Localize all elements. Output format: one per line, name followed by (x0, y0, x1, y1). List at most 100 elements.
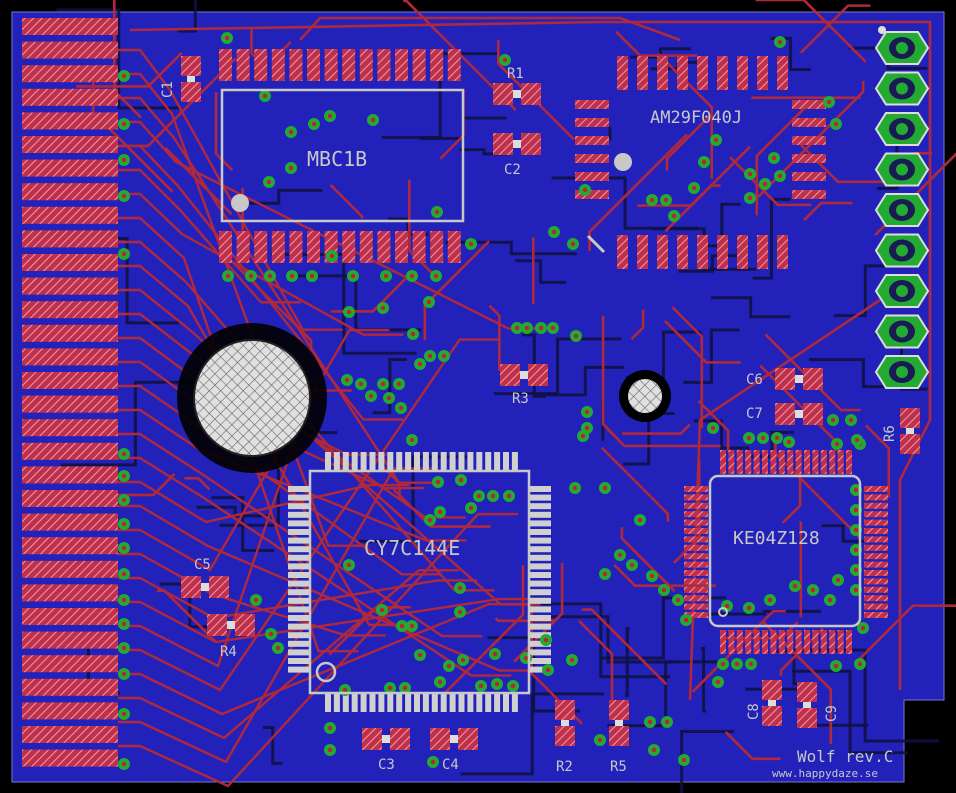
ke04-pad (820, 450, 827, 474)
c4 (430, 728, 478, 750)
cy7c144e-pad (288, 623, 310, 630)
cy7c144e-pad (511, 692, 518, 712)
pad (181, 82, 201, 102)
am29-pad (792, 100, 826, 109)
edge-connector-pad (22, 584, 118, 602)
via (308, 118, 320, 130)
cy7c144e-pad (476, 692, 483, 712)
cy7c144e-pad (288, 597, 310, 604)
cy7c144e-pad (529, 632, 551, 639)
via (367, 114, 379, 126)
via (434, 676, 446, 688)
ke04-pad (736, 450, 743, 474)
edge-connector (22, 18, 118, 767)
via (221, 32, 233, 44)
via (851, 434, 863, 446)
cy7c144e-pad (529, 486, 551, 492)
edge-connector-pad (22, 348, 118, 366)
ke04-pad (736, 630, 743, 654)
mbc1b-pad (271, 49, 285, 81)
c5 (181, 576, 229, 598)
edge-connector-pad (22, 301, 118, 319)
cy7c144e-pad (529, 520, 551, 527)
c8 (762, 680, 782, 726)
am29-pin1-dot (614, 153, 632, 171)
header-pin (874, 274, 930, 308)
mbc1b-pad (342, 231, 356, 263)
cy7c144e-pad (369, 452, 376, 472)
label-r4: R4 (220, 644, 237, 660)
edge-connector-pad (22, 254, 118, 271)
via (264, 270, 276, 282)
label-cy7c144e: CY7C144E (364, 536, 460, 560)
via (783, 436, 795, 448)
ke04-pad (864, 494, 888, 501)
ke04-pad (684, 578, 708, 585)
mbc1b-pad (307, 49, 320, 81)
edge-connector-pad (22, 678, 118, 696)
cy7c144e-pad (288, 589, 310, 596)
pad (609, 726, 629, 746)
ke04-pad (864, 595, 888, 602)
edge-connector-pad (22, 88, 118, 106)
cy7c144e-pad (485, 452, 492, 472)
mbc1b-pin1-dot (231, 194, 249, 212)
pad (762, 706, 782, 726)
via (475, 680, 487, 692)
cy7c144e-outline (308, 469, 531, 695)
via (764, 594, 776, 606)
via (414, 649, 426, 661)
header-pin (874, 152, 930, 187)
via (830, 118, 842, 130)
mbc1b-pad (395, 231, 408, 263)
am29-pad (792, 118, 826, 127)
am29-pad (717, 235, 728, 269)
via (355, 378, 367, 390)
edge-connector-pad (22, 18, 118, 35)
ke04-pad (829, 630, 836, 654)
via (324, 722, 336, 734)
via (774, 170, 786, 182)
am29-pad (757, 56, 768, 90)
cy7c144e-pad (511, 452, 518, 472)
mbc1b-pad (447, 49, 461, 81)
cy7c144e-pad (405, 452, 412, 472)
pad (900, 408, 920, 428)
via (118, 758, 130, 770)
cy7c144e-pad (529, 623, 551, 630)
pad (500, 364, 520, 386)
pad (181, 56, 201, 76)
pad (209, 576, 229, 598)
battery-holder (177, 323, 327, 473)
ke04-pad (753, 450, 760, 474)
mbc1b-pad (236, 231, 250, 263)
r1 (493, 83, 541, 105)
via (854, 658, 866, 670)
pad (235, 614, 255, 636)
ke04-pad (864, 561, 888, 568)
via (118, 642, 130, 654)
ke04-pad (745, 630, 752, 654)
am29-pad (717, 56, 728, 90)
ke04-pad (864, 578, 888, 585)
cy7c144e-pad (288, 615, 310, 621)
ke04-pad (778, 630, 785, 654)
mbc1b-pad (271, 231, 285, 263)
via (473, 490, 485, 502)
mbc1b-pad (289, 231, 303, 263)
c7 (775, 403, 823, 425)
silkscreen-text: MBC1B AM29F040J CY7C144E KE04Z128 C1 C2 … (160, 66, 898, 780)
via (757, 432, 769, 444)
edge-connector-pad (22, 230, 118, 248)
cy7c144e-pad (288, 606, 310, 613)
ke04-pad (864, 553, 888, 560)
cy7c144e-pad (325, 692, 331, 712)
ke04-pad (820, 630, 827, 654)
via (827, 414, 839, 426)
via (823, 96, 835, 108)
ke04-pad (684, 544, 708, 551)
via (487, 490, 499, 502)
cy7c144e-pad (485, 692, 492, 712)
mbc1b-pad (412, 49, 426, 81)
label-c5: C5 (194, 557, 211, 573)
